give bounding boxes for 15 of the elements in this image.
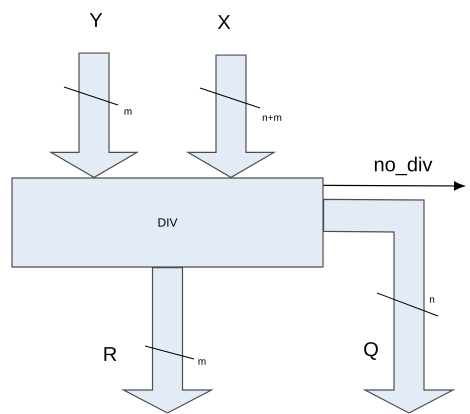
signal-name: X <box>218 15 230 29</box>
bus-arrow <box>323 198 456 414</box>
edge-label: m <box>124 109 132 115</box>
bus-arrow <box>48 52 140 178</box>
signal-name: Q <box>364 342 378 360</box>
bus-arrow <box>121 267 214 414</box>
edge-label: m <box>198 359 206 365</box>
bus-arrow <box>186 54 276 178</box>
process-box: DIV <box>11 177 324 268</box>
edge-label: no_div <box>374 156 432 176</box>
signal-name: Y <box>90 13 102 27</box>
arrow <box>324 181 464 190</box>
edge-label: n+m <box>262 115 282 121</box>
signal-name: R <box>104 347 116 361</box>
edge-label: n <box>430 297 434 303</box>
